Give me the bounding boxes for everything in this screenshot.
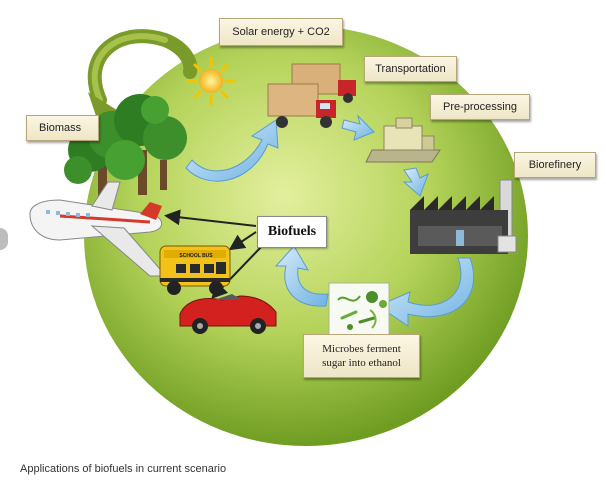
microbes-image	[328, 282, 390, 336]
preprocessing-label: Pre-processing	[430, 94, 530, 120]
sun-icon	[186, 56, 236, 106]
microbes-label-line-1: Microbes ferment	[322, 343, 401, 355]
biorefinery-label: Biorefinery	[514, 152, 596, 178]
biorefinery-building-icon	[410, 179, 517, 254]
sports-car-icon	[179, 294, 277, 334]
flow-arrow-preprocess-to-biorefinery-icon	[402, 167, 429, 197]
biofuels-label: Biofuels	[257, 216, 327, 248]
flow-arrow-transport-to-preprocess-icon	[341, 114, 375, 141]
trucks-icon	[267, 63, 356, 128]
school-bus-sign: SCHOOL BUS	[179, 253, 213, 259]
figure-caption: Applications of biofuels in current scen…	[20, 463, 227, 475]
biomass-label: Biomass	[26, 115, 99, 141]
solar-energy-label: Solar energy + CO2	[219, 18, 343, 46]
school-bus-icon: SCHOOL BUS	[159, 245, 231, 295]
preprocessing-machine-icon	[365, 117, 441, 163]
side-scroll-tab[interactable]	[0, 228, 8, 250]
flow-arrow-biorefinery-to-microbes-icon	[376, 257, 475, 327]
trees-icon	[64, 94, 187, 198]
microbes-ferment-label: Microbes ferment sugar into ethanol	[303, 334, 420, 378]
microbes-label-line-2: sugar into ethanol	[322, 357, 401, 369]
airplane-icon	[29, 181, 168, 277]
transportation-label: Transportation	[364, 56, 457, 82]
flow-arrow-biomass-to-transport-icon	[185, 119, 279, 182]
